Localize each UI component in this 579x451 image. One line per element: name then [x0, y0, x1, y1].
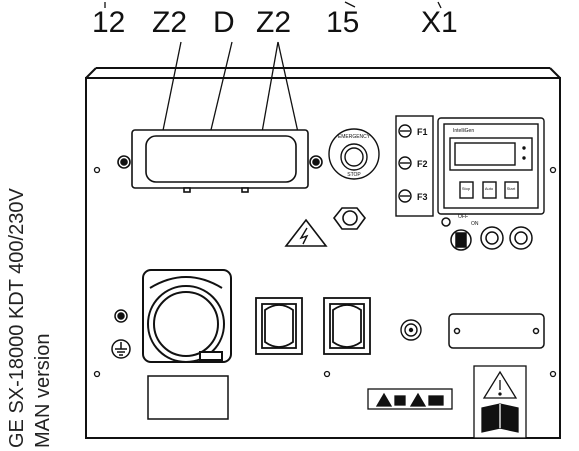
callout-15: 15 [326, 6, 360, 39]
callout-d: D [213, 6, 235, 39]
blank-plate [448, 313, 545, 349]
fuse-label: F3 [417, 192, 428, 202]
fuse-label: F2 [417, 159, 428, 169]
screw-icon [549, 166, 557, 174]
controller-brand: IntelliGen [453, 128, 474, 134]
power-icon [441, 217, 451, 227]
screw-icon [549, 370, 557, 378]
auto-button[interactable] [482, 181, 497, 199]
stop-label: STOP [347, 172, 361, 178]
stop-button-label: Stop [462, 186, 471, 191]
auto-button-label: Auto [485, 186, 494, 191]
display-window [145, 135, 297, 183]
callout-x1: X1 [421, 6, 458, 39]
fuse-label: F1 [417, 127, 428, 137]
start-button[interactable] [504, 181, 519, 199]
screw-icon [93, 370, 101, 378]
callout-z2-right: Z2 [256, 6, 292, 39]
key-off-label: OFF [458, 214, 468, 220]
callout-z2-left: Z2 [152, 6, 188, 39]
rating-plate [147, 375, 229, 420]
start-button-label: Start [507, 186, 516, 191]
emergency-label: EMERGENCY [338, 134, 371, 140]
callout-12: 12 [92, 6, 126, 39]
screw-icon [93, 166, 101, 174]
stop-button[interactable] [459, 181, 474, 199]
enclosure-outline [85, 77, 561, 439]
screw-icon [323, 370, 331, 378]
three-phase-socket[interactable] [153, 291, 219, 357]
high-voltage-warning-icon [284, 218, 328, 247]
key-on-label: ON [471, 221, 479, 227]
